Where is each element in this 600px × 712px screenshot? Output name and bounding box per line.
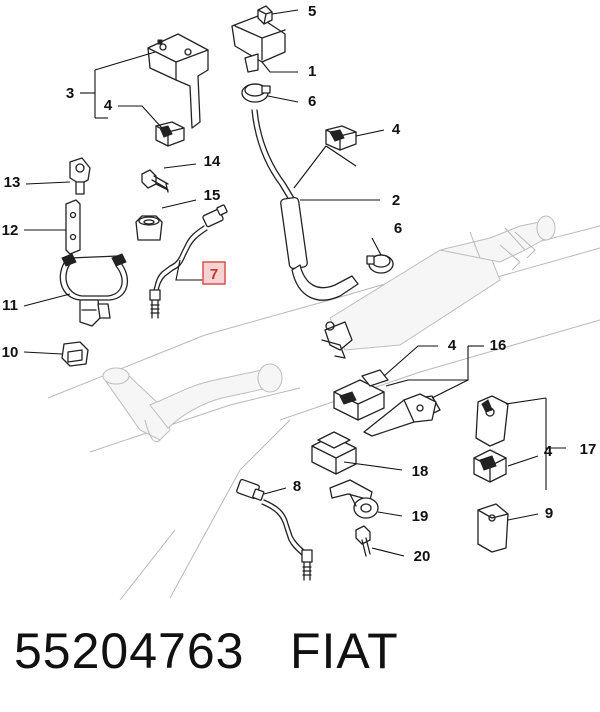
callout-6-lower: 6 bbox=[394, 220, 402, 237]
callout-15: 15 bbox=[204, 187, 221, 204]
part-2-sensor-hose bbox=[251, 109, 359, 301]
part-6-hose-clamp-upper bbox=[241, 83, 271, 103]
part-17-bracket bbox=[475, 395, 509, 447]
callout-5: 5 bbox=[308, 3, 316, 20]
part-4-rubber-mount-b bbox=[325, 125, 357, 151]
callout-20: 20 bbox=[414, 548, 431, 565]
part-12-plate-bracket bbox=[65, 199, 81, 255]
part-16-bracket-arm bbox=[363, 393, 441, 437]
pipe-connector bbox=[321, 321, 353, 359]
part-15-bushing bbox=[135, 215, 163, 241]
callout-8: 8 bbox=[293, 478, 301, 495]
part-11-strap-clamp bbox=[59, 253, 129, 327]
part-8-oxygen-sensor bbox=[236, 478, 313, 581]
footer: 55204763 FIAT bbox=[0, 618, 600, 688]
callout-17: 17 bbox=[580, 441, 597, 458]
part-1-pressure-sensor bbox=[231, 15, 286, 73]
part-number: 55204763 bbox=[14, 623, 245, 679]
callout-11: 11 bbox=[2, 297, 18, 314]
brand-name: FIAT bbox=[290, 623, 399, 679]
part-4-rubber-mount-c bbox=[333, 369, 389, 421]
part-14-bolt bbox=[141, 169, 169, 193]
part-19-bracket-bushing bbox=[329, 479, 379, 519]
callout-7: 7 bbox=[210, 266, 218, 283]
callout-14: 14 bbox=[204, 153, 221, 170]
part-6-hose-clamp-lower bbox=[366, 254, 394, 274]
callout-7-highlight-box bbox=[202, 261, 226, 285]
front-pipe-faint bbox=[102, 363, 283, 443]
callout-4-upper-right: 4 bbox=[392, 121, 401, 138]
callout-2: 2 bbox=[392, 192, 400, 209]
callout-12: 12 bbox=[2, 222, 19, 239]
callout-10: 10 bbox=[2, 344, 19, 361]
callout-4-group17: 4 bbox=[544, 443, 553, 460]
part-9-plate-bracket bbox=[477, 503, 509, 553]
exploded-parts-diagram: 5 1 6 3 4 4 2 6 13 14 15 12 11 10 7 4 16… bbox=[2, 3, 600, 601]
part-3-bracket bbox=[147, 33, 209, 129]
callout-3: 3 bbox=[66, 85, 74, 102]
part-18-mount-block bbox=[311, 431, 357, 475]
catalytic-converter-faint bbox=[329, 215, 556, 351]
part-20-bolt bbox=[355, 525, 371, 557]
leader-lines bbox=[23, 9, 566, 557]
callout-1: 1 bbox=[308, 63, 316, 80]
part-4-rubber-mount-d bbox=[473, 449, 507, 483]
callout-18: 18 bbox=[412, 463, 429, 480]
part-4-rubber-mount-a bbox=[155, 121, 185, 147]
part-5-nut bbox=[257, 5, 273, 25]
callout-13: 13 bbox=[4, 174, 21, 191]
part-10-clip bbox=[61, 341, 89, 367]
callout-16: 16 bbox=[490, 337, 507, 354]
callout-9: 9 bbox=[545, 505, 553, 522]
callout-4-upper-left: 4 bbox=[104, 97, 113, 114]
part-13-sensor-holder bbox=[69, 157, 91, 195]
callout-6-upper: 6 bbox=[308, 93, 316, 110]
part-7-oxygen-sensor bbox=[149, 204, 228, 319]
callout-4-group16: 4 bbox=[448, 337, 457, 354]
callout-labels: 5 1 6 3 4 4 2 6 13 14 15 12 11 10 7 4 16… bbox=[2, 3, 597, 565]
callout-19: 19 bbox=[412, 508, 429, 525]
